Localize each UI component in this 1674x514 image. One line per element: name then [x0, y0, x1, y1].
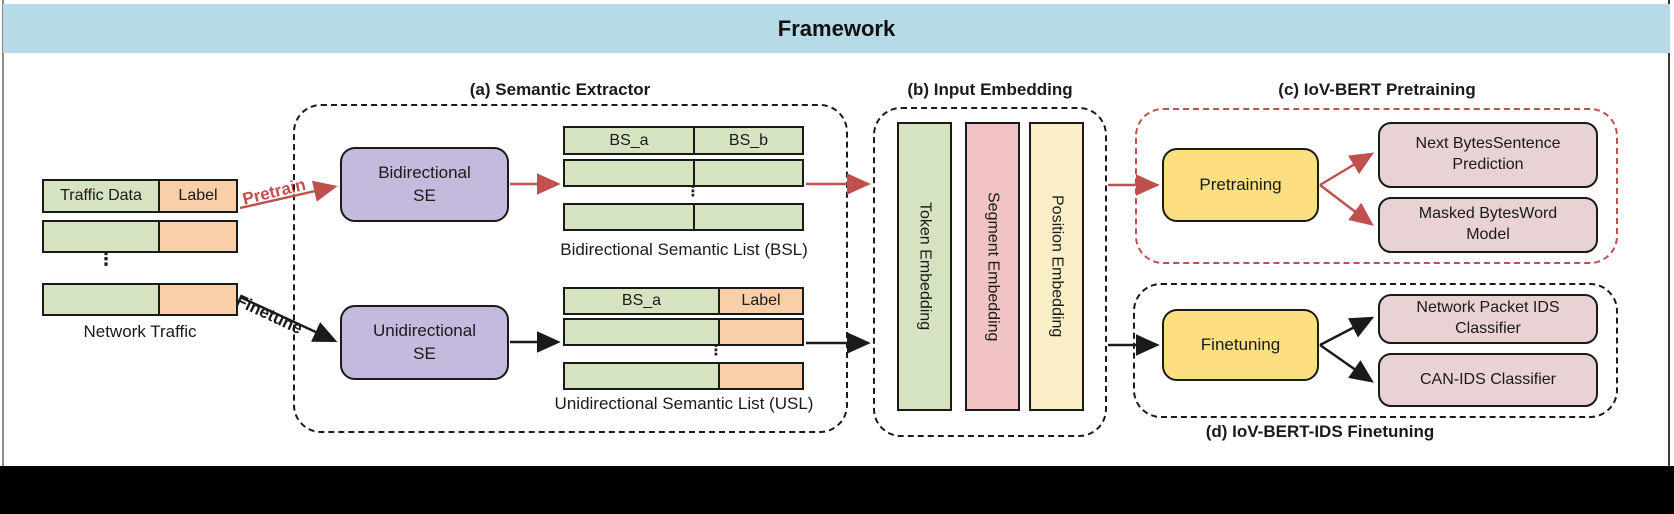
position-embedding-bar: Position Embedding: [1029, 122, 1084, 411]
can-ids-classifier-box: CAN-IDS Classifier: [1378, 353, 1598, 407]
bsl-header-row: BS_a BS_b: [563, 126, 804, 155]
input-embedding-container: [873, 107, 1107, 437]
bidirectional-se-box: Bidirectional SE: [340, 147, 509, 222]
traffic-row-header: Traffic Data Label: [42, 179, 238, 213]
mlm-task-box: Masked BytesWord Model: [1378, 197, 1598, 253]
token-embedding-bar: Token Embedding: [897, 122, 952, 411]
title-band: Framework: [3, 4, 1670, 53]
section-a-title: (a) Semantic Extractor: [469, 80, 651, 99]
semantic-extractor-container: [293, 104, 848, 433]
segment-embedding-bar: Segment Embedding: [965, 122, 1020, 411]
bsl-caption: Bidirectional Semantic List (BSL): [560, 240, 808, 259]
bsl-row: [563, 203, 804, 231]
finetuning-box: Finetuning: [1162, 309, 1319, 381]
slide-left-border: [2, 0, 4, 466]
section-c-title: (c) IoV-BERT Pretraining: [1278, 80, 1476, 99]
page-title: Framework: [777, 15, 896, 41]
usl-col-label: Label: [718, 289, 802, 313]
usl-ellipsis: ⋮: [708, 341, 724, 359]
usl-header-row: BS_a Label: [563, 287, 804, 315]
slide-right-border: [1668, 0, 1670, 466]
unidirectional-se-box: Unidirectional SE: [340, 305, 509, 380]
section-d-title: (d) IoV-BERT-IDS Finetuning: [1205, 422, 1435, 441]
bsl-ellipsis: ⋮: [685, 182, 701, 200]
traffic-row: [42, 283, 238, 316]
traffic-ellipsis: ⋮: [97, 249, 115, 270]
pretraining-box: Pretraining: [1162, 148, 1319, 222]
traffic-row: [42, 220, 238, 253]
bsl-col-a: BS_a: [565, 128, 693, 153]
traffic-label-cell: Label: [158, 181, 236, 211]
network-traffic-caption: Network Traffic: [83, 322, 197, 341]
finetuning-container: [1133, 283, 1618, 418]
bsl-col-b: BS_b: [693, 128, 802, 153]
usl-row: [563, 362, 804, 390]
traffic-data-cell: Traffic Data: [44, 181, 158, 211]
packet-ids-classifier-box: Network Packet IDS Classifier: [1378, 294, 1598, 344]
usl-row: [563, 318, 804, 346]
letterbox-bar: [0, 466, 1674, 514]
usl-caption: Unidirectional Semantic List (USL): [554, 394, 814, 413]
bsl-row: [563, 159, 804, 187]
section-b-title: (b) Input Embedding: [907, 80, 1073, 99]
usl-col-a: BS_a: [565, 289, 718, 313]
nsp-task-box: Next BytesSentence Prediction: [1378, 122, 1598, 188]
